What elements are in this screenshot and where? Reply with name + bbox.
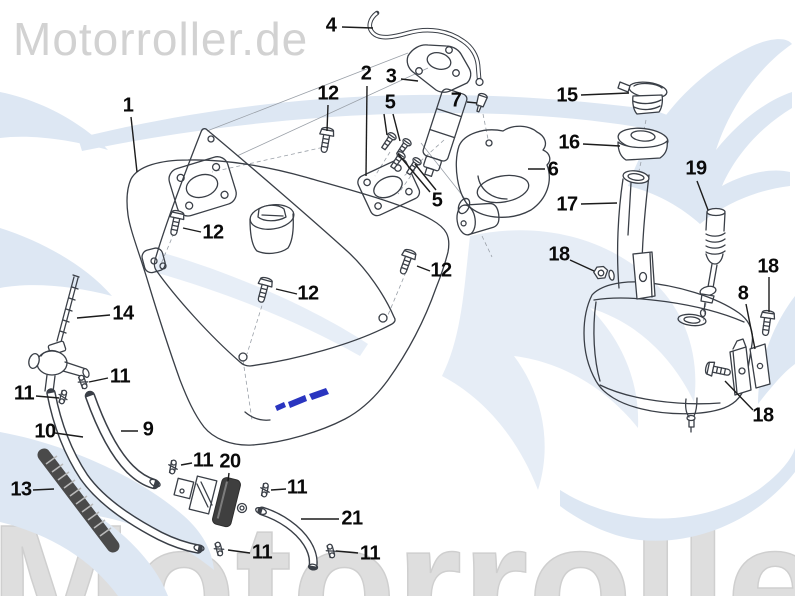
- part-number-label: 11: [109, 365, 131, 388]
- leader-line: [365, 85, 368, 177]
- leader-line: [580, 202, 618, 205]
- leader-line: [35, 395, 60, 399]
- part-number-label: 10: [34, 420, 56, 443]
- leader-line: [88, 377, 109, 383]
- part-number-label: 15: [556, 84, 578, 107]
- part-number-label: 17: [556, 193, 578, 216]
- oil-level-sensor: [699, 207, 726, 318]
- fuel-filter-20: [212, 477, 241, 528]
- gasket: [406, 44, 472, 93]
- part-number-label: 13: [10, 478, 32, 501]
- leader-line: [182, 227, 202, 233]
- leader-line: [416, 265, 431, 272]
- part-number-label: 1: [122, 94, 134, 117]
- part-number-label: 12: [317, 82, 339, 105]
- part-number-label: 11: [359, 542, 381, 565]
- filter-ring: [236, 502, 248, 514]
- leader-line: [582, 143, 621, 147]
- float-cylinder: [456, 202, 500, 236]
- part-number-label: 16: [558, 131, 580, 154]
- part-number-label: 18: [752, 404, 774, 427]
- part-number-label: 9: [142, 418, 154, 441]
- filler-cup: [249, 204, 295, 255]
- leader-line: [270, 488, 287, 491]
- leader-line: [180, 462, 193, 466]
- leader-line: [383, 113, 388, 136]
- part-number-label: 19: [685, 157, 707, 180]
- leader-line: [696, 180, 709, 211]
- filler-grommet: [617, 127, 669, 161]
- mount-bracket-8: [729, 338, 771, 396]
- leader-line: [275, 288, 298, 295]
- leader-line: [400, 78, 419, 82]
- part-number-label: 6: [547, 158, 559, 181]
- part-number-label: 20: [219, 450, 241, 473]
- filter-bracket: [173, 475, 218, 515]
- leader-line: [227, 472, 230, 482]
- pump-body: [422, 88, 468, 177]
- part-number-label: 21: [341, 507, 363, 530]
- part-number-label: 11: [13, 382, 35, 405]
- fuel-pump-assembly: [357, 10, 488, 217]
- part-number-label: 5: [431, 189, 443, 212]
- tank-brand-decal: [275, 388, 329, 411]
- leader-line: [414, 163, 437, 191]
- part-number-label: 14: [112, 302, 134, 325]
- tank-flange: [168, 156, 237, 217]
- part-number-label: 4: [325, 14, 337, 37]
- leader-line: [335, 550, 359, 554]
- leader-line: [326, 104, 329, 132]
- leader-line: [580, 92, 630, 96]
- part-number-label: 12: [430, 259, 452, 282]
- fuel-tank: [126, 127, 450, 446]
- fuel-petcock: [28, 274, 90, 393]
- leader-line: [466, 101, 478, 104]
- intake-cup: [455, 125, 551, 236]
- oil-tank-assembly: [583, 81, 777, 433]
- watermark-text-top: Motorroller.de: [13, 13, 309, 65]
- part-number-label: 5: [384, 91, 396, 114]
- leader-line: [76, 314, 111, 319]
- leader-line: [397, 153, 431, 193]
- part-number-label: 18: [548, 243, 570, 266]
- leader-line: [724, 380, 754, 411]
- leader-line: [32, 488, 55, 491]
- part-number-label: 11: [251, 541, 273, 564]
- tube-end: [475, 77, 484, 87]
- oil-tank: [583, 251, 754, 433]
- leader-line: [54, 432, 84, 438]
- part-number-label: 11: [192, 449, 214, 472]
- braided-hose-13: [37, 448, 120, 553]
- leader-line: [341, 26, 374, 29]
- part-number-label: 12: [297, 282, 319, 305]
- part-number-label: 2: [360, 62, 372, 85]
- part-number-label: 7: [450, 89, 462, 112]
- leader-line: [392, 113, 401, 142]
- part-number-label: 11: [286, 476, 308, 499]
- leader-line: [569, 259, 595, 272]
- check-valve: [475, 92, 488, 113]
- flange-nut-18: [593, 265, 615, 281]
- part-number-label: 3: [385, 65, 397, 88]
- oil-filler-cap: [617, 81, 668, 115]
- part-number-label: 8: [737, 282, 749, 305]
- seat-plate: [153, 127, 396, 367]
- leader-line: [745, 303, 756, 350]
- part-number-label: 12: [202, 221, 224, 244]
- leader-line: [227, 549, 251, 554]
- part-number-label: 18: [757, 255, 779, 278]
- leader-line: [130, 116, 138, 173]
